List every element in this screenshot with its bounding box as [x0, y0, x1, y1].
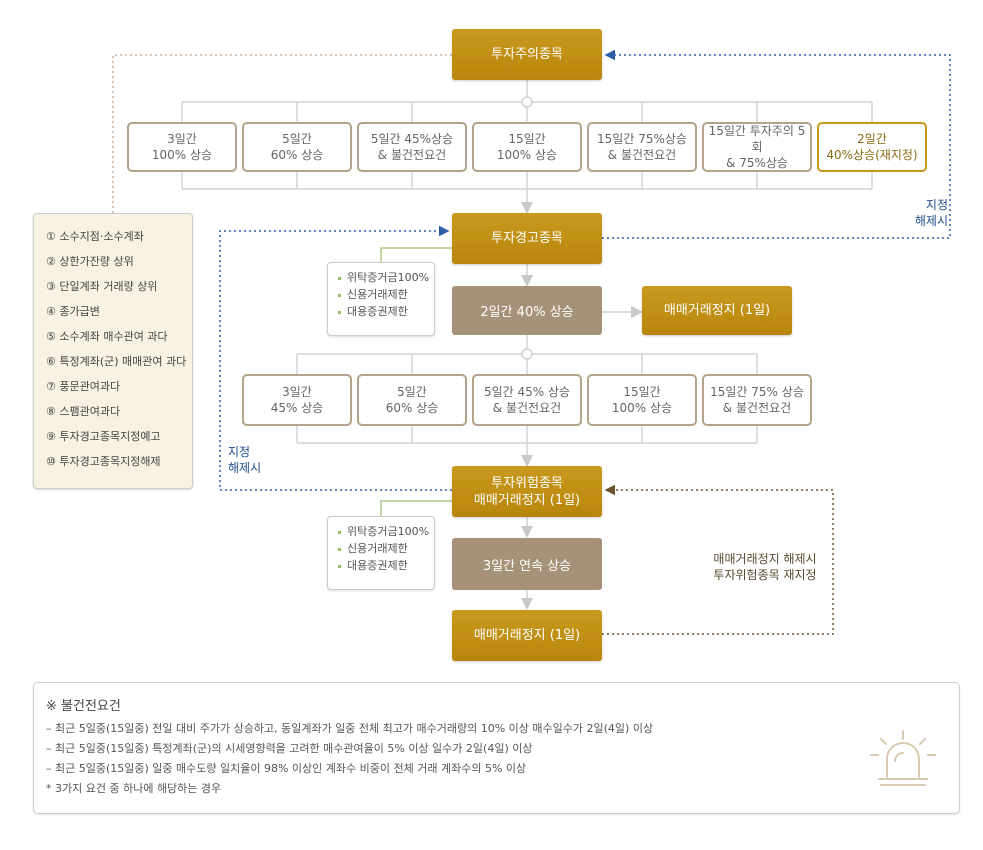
warning-criterion-5: 15일간 75% 상승 & 불건전요건 — [702, 374, 812, 426]
warning-criterion-2: 5일간 60% 상승 — [357, 374, 467, 426]
warning-note: 위탁증거금100% 신용거래제한 대용증권제한 — [327, 262, 435, 336]
footer-line: – 최근 5일중(15일중) 특정계좌(군)의 시세영향력을 고려한 매수관여율… — [46, 742, 533, 755]
danger-rise-box: 3일간 연속 상승 — [452, 538, 602, 590]
label-line: 해제시 — [914, 214, 948, 228]
warning-rise-box: 2일간 40% 상승 — [452, 286, 602, 335]
note-item: 대용증권제한 — [338, 557, 434, 574]
warning-stock-box: 투자경고종목 — [452, 213, 602, 264]
danger-halt-box: 매매거래정지 (1일) — [452, 610, 602, 661]
footer-lines: – 최근 5일중(15일중) 전일 대비 주가가 상승하고, 동일계좌가 일중 … — [46, 719, 846, 799]
caution-criterion-7: 2일간 40%상승(재지정) — [817, 122, 927, 172]
note-item: 대용증권제한 — [338, 303, 434, 320]
danger-note: 위탁증거금100% 신용거래제한 대용증권제한 — [327, 516, 435, 590]
danger-title-line: 투자위험종목 — [491, 475, 563, 491]
footer-line: – 최근 5일중(15일중) 전일 대비 주가가 상승하고, 동일계좌가 일중 … — [46, 722, 654, 735]
legend-item: ⑤ 소수계좌 매수관여 과다 — [46, 330, 168, 343]
danger-title-line: 매매거래정지 (1일) — [473, 492, 581, 508]
caution-criterion-3: 5일간 45%상승 & 불건전요건 — [357, 122, 467, 172]
designate-release-label-left: 지정 해제시 — [228, 444, 288, 476]
legend-item: ⑧ 스팸관여과다 — [46, 405, 121, 418]
legend-item: ⑦ 풍문관여과다 — [46, 380, 121, 393]
footer-panel: ※ 불건전요건 – 최근 5일중(15일중) 전일 대비 주가가 상승하고, 동… — [33, 682, 960, 814]
note-item: 위탁증거금100% — [338, 523, 434, 540]
label-line: 지정 — [925, 198, 948, 212]
legend-panel: ① 소수지점·소수계좌 ② 상한가잔량 상위 ③ 단일계좌 거래량 상위 ④ 종… — [33, 213, 193, 489]
label-line: 투자위험종목 재지정 — [713, 568, 817, 582]
footer-line: – 최근 5일중(15일중) 일중 매수도량 일치율이 98% 이상인 계좌수 … — [46, 762, 527, 775]
legend-item: ③ 단일계좌 거래량 상위 — [46, 280, 158, 293]
caution-stock-box: 투자주의종목 — [452, 29, 602, 80]
label-line: 해제시 — [228, 461, 262, 475]
caution-criterion-2: 5일간 60% 상승 — [242, 122, 352, 172]
legend-item: ⑩ 투자경고종목지정해제 — [46, 455, 161, 468]
legend-item: ② 상한가잔량 상위 — [46, 255, 134, 268]
note-item: 신용거래제한 — [338, 540, 434, 557]
note-item: 신용거래제한 — [338, 286, 434, 303]
warning-criterion-3: 5일간 45% 상승 & 불건전요건 — [472, 374, 582, 426]
legend-item: ⑨ 투자경고종목지정예고 — [46, 430, 161, 443]
footer-title: ※ 불건전요건 — [46, 699, 121, 714]
legend-item: ⑥ 특정계좌(군) 매매관여 과다 — [46, 355, 187, 368]
warning-halt-box: 매매거래정지 (1일) — [642, 286, 792, 335]
caution-criterion-4: 15일간 100% 상승 — [472, 122, 582, 172]
siren-icon — [870, 730, 936, 786]
caution-criterion-6: 15일간 투자주의 5회 & 75%상승 — [702, 122, 812, 172]
note-item: 위탁증거금100% — [338, 269, 434, 286]
footer-line: * 3가지 요건 중 하나에 해당하는 경우 — [46, 782, 222, 795]
designate-release-label-right: 지정 해제시 — [903, 197, 948, 229]
label-line: 지정 — [228, 445, 251, 459]
halt-release-label: 매매거래정지 해제시 투자위험종목 재지정 — [700, 551, 830, 583]
label-line: 매매거래정지 해제시 — [713, 552, 817, 566]
warning-criterion-4: 15일간 100% 상승 — [587, 374, 697, 426]
legend-item: ① 소수지점·소수계좌 — [46, 230, 144, 243]
warning-criterion-1: 3일간 45% 상승 — [242, 374, 352, 426]
legend-item: ④ 종가급변 — [46, 305, 100, 318]
caution-criterion-5: 15일간 75%상승 & 불건전요건 — [587, 122, 697, 172]
caution-criterion-1: 3일간 100% 상승 — [127, 122, 237, 172]
danger-stock-box: 투자위험종목 매매거래정지 (1일) — [452, 466, 602, 517]
